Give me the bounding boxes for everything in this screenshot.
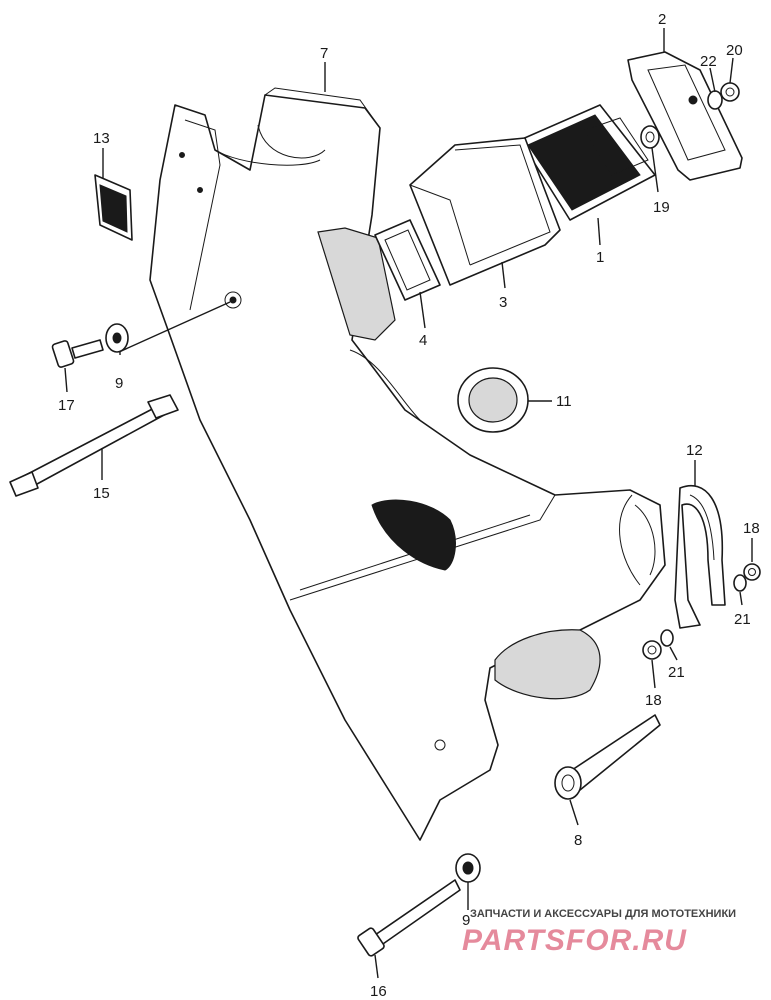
washer-part-22 — [707, 90, 723, 110]
air-cleaner-cover-part-2 — [627, 51, 743, 181]
watermark-caption: ЗАПЧАСТИ И АКСЕССУАРЫ ДЛЯ МОТОТЕХНИКИ — [470, 908, 736, 920]
callout-19: 19 — [653, 199, 670, 216]
callout-12: 12 — [686, 442, 703, 459]
leader-lines — [64, 28, 753, 979]
emblem-part-13 — [94, 174, 133, 241]
callout-3: 3 — [499, 294, 507, 311]
callout-18-left: 18 — [645, 692, 662, 709]
cap-part-11 — [457, 367, 529, 433]
stud-part-15 — [9, 394, 179, 497]
callout-7: 7 — [320, 45, 328, 62]
callout-11: 11 — [556, 393, 572, 410]
bolt-part-16 — [357, 879, 461, 957]
callout-9-upper: 9 — [115, 375, 123, 392]
callout-17: 17 — [58, 397, 75, 414]
callout-8: 8 — [574, 832, 582, 849]
callout-15: 15 — [93, 485, 110, 502]
washer-part-9-lower — [455, 853, 481, 883]
callout-21-right: 21 — [734, 611, 751, 628]
filter-element-part-1 — [519, 104, 656, 221]
callout-13: 13 — [93, 130, 110, 147]
callout-20: 20 — [726, 42, 743, 59]
seal-part-4 — [374, 219, 441, 301]
callouts: 2 20 22 19 1 3 4 7 13 11 12 18 21 21 18 … — [58, 11, 760, 1000]
callout-21-left: 21 — [668, 664, 685, 681]
frame-body — [149, 87, 666, 841]
filter-case-part-3 — [409, 137, 561, 286]
nut-part-18-left — [642, 640, 662, 660]
nut-part-18-right — [743, 563, 761, 581]
washer-part-9-upper — [105, 323, 129, 353]
nut-part-20 — [720, 82, 740, 102]
watermark-brand: PARTSFOR.RU — [462, 924, 687, 957]
watermark: ЗАПЧАСТИ И АКСЕССУАРЫ ДЛЯ МОТОТЕХНИКИ PA… — [462, 908, 736, 957]
washer-part-21-right — [733, 574, 747, 592]
band-part-12 — [674, 484, 726, 629]
callout-18-right: 18 — [743, 520, 760, 537]
callout-4: 4 — [419, 332, 427, 349]
bolt-part-8 — [554, 714, 661, 800]
callout-16: 16 — [370, 983, 387, 1000]
grommet-part-19 — [640, 125, 660, 149]
callout-22: 22 — [700, 53, 717, 70]
washer-part-21-left — [660, 629, 674, 647]
bolt-part-17 — [51, 339, 104, 368]
callout-9-lower: 9 — [462, 912, 470, 929]
callout-1: 1 — [596, 249, 604, 266]
callout-2: 2 — [658, 11, 666, 28]
